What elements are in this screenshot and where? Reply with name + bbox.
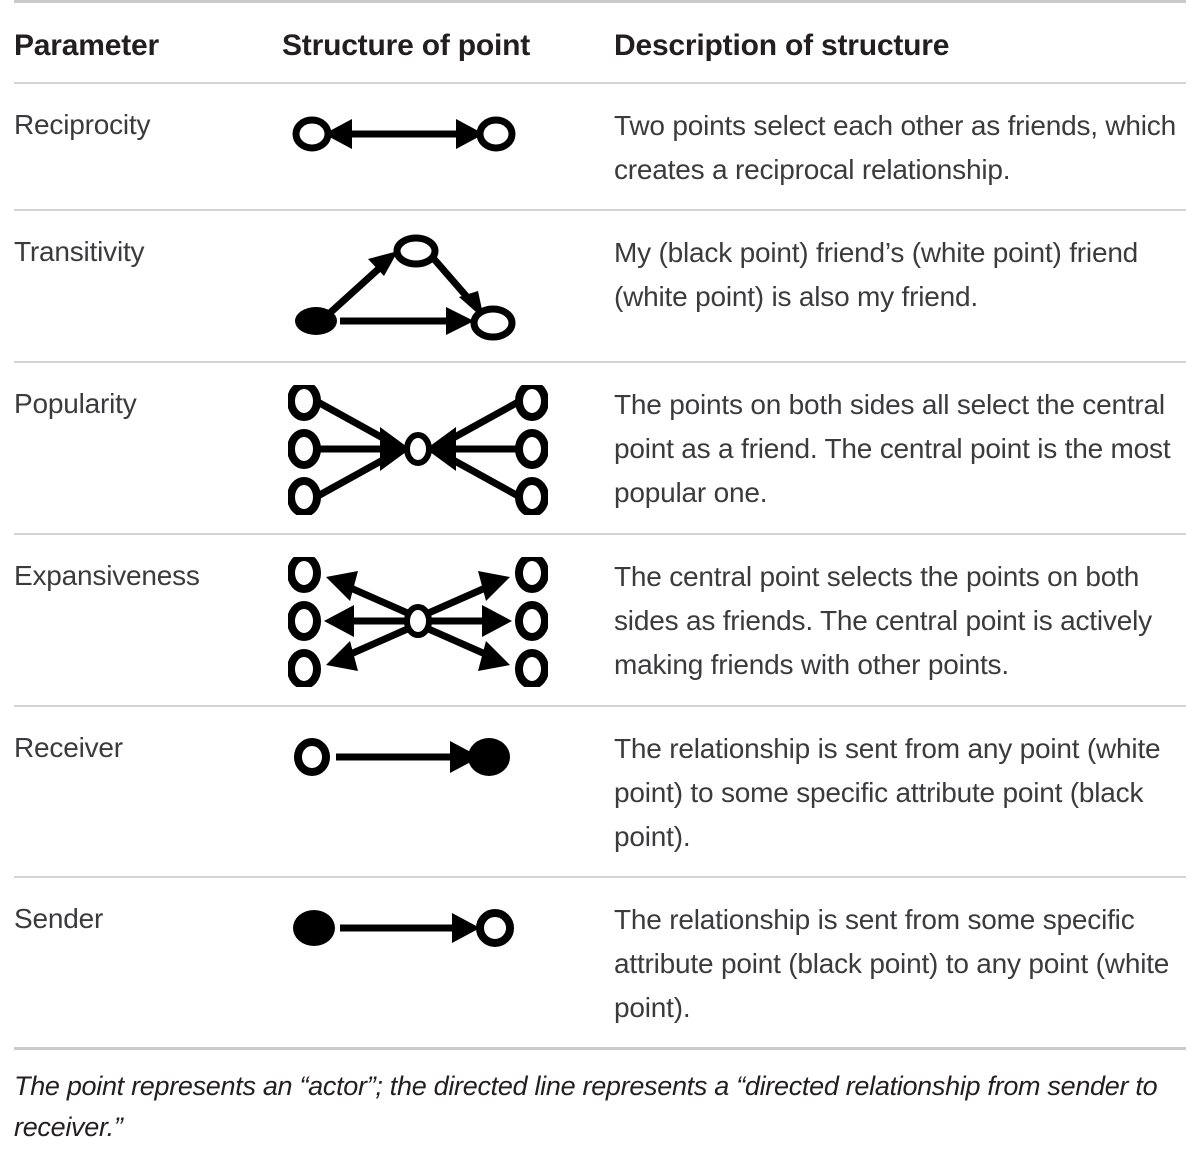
- expansiveness-diagram: [288, 557, 548, 688]
- row-parameter-label: Sender: [14, 903, 104, 935]
- column-header-structure: Structure of point: [282, 29, 531, 62]
- row-parameter-label: Popularity: [14, 388, 137, 420]
- table-row: Expansiveness: [14, 535, 1186, 705]
- table-row: Receiver The relationship is sent from a…: [14, 707, 1186, 876]
- sender-diagram: [293, 909, 514, 948]
- table-row: Popularity: [14, 363, 1186, 533]
- table-bottom-rule: [14, 1047, 1186, 1051]
- row-parameter-label: Transitivity: [14, 236, 145, 268]
- row-description-text: Two points select each other as friends,…: [614, 110, 1176, 185]
- table-top-rule: [14, 0, 1186, 3]
- reciprocity-diagram: [292, 116, 516, 152]
- row-rule: [14, 876, 1186, 879]
- header-bottom-rule: [14, 82, 1186, 84]
- popularity-diagram: [288, 385, 548, 516]
- row-rule: [14, 533, 1186, 536]
- row-structure-cell: [282, 231, 614, 343]
- table-row: Sender The relationship is sent from som…: [14, 878, 1186, 1047]
- row-rule: [14, 361, 1186, 364]
- row-description-text: The central point selects the points on …: [614, 561, 1152, 680]
- row-description-text: The relationship is sent from some speci…: [614, 904, 1170, 1023]
- row-description-text: My (black point) friend’s (white point) …: [614, 237, 1139, 313]
- row-structure-cell: [282, 898, 614, 960]
- transitivity-diagram: [295, 234, 516, 341]
- table-row: Reciprocity Two points select each other…: [14, 84, 1186, 209]
- receiver-diagram: [294, 738, 510, 777]
- table-footnote: The point represents an “actor”; the dir…: [14, 1071, 1158, 1142]
- column-header-description: Description of structure: [614, 29, 950, 62]
- column-header-parameter: Parameter: [14, 29, 159, 62]
- row-parameter-label: Expansiveness: [14, 560, 200, 592]
- row-structure-cell: [282, 555, 614, 688]
- row-structure-cell: [282, 383, 614, 516]
- table-row: Transitivity My (black point) friend’: [14, 211, 1186, 361]
- row-rule: [14, 705, 1186, 708]
- row-structure-cell: [282, 104, 614, 166]
- row-structure-cell: [282, 727, 614, 789]
- row-description-text: The relationship is sent from any point …: [614, 733, 1161, 852]
- row-rule: [14, 209, 1186, 212]
- row-parameter-label: Reciprocity: [14, 109, 151, 140]
- row-description-text: The points on both sides all select the …: [614, 389, 1171, 508]
- table-header-row: Parameter Structure of point Description…: [14, 3, 1186, 82]
- row-parameter-label: Receiver: [14, 732, 123, 764]
